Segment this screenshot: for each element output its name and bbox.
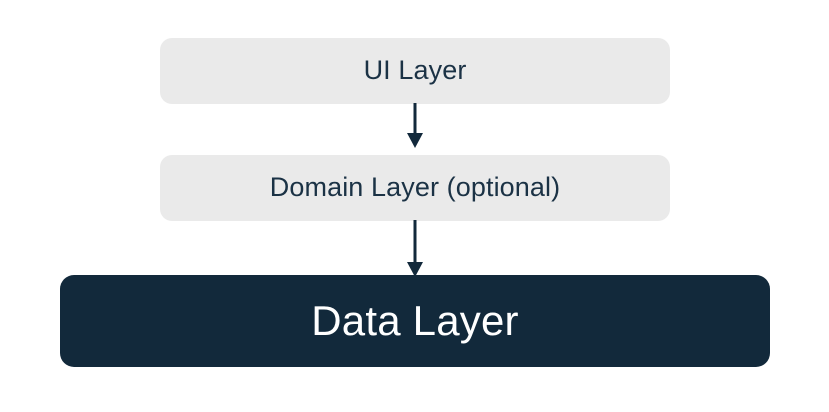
arrow-head	[407, 262, 423, 277]
layer-label-data-layer: Data Layer	[311, 296, 519, 344]
layer-box-ui-layer[interactable]: UI Layer	[160, 38, 670, 104]
layer-box-domain-layer[interactable]: Domain Layer (optional)	[160, 155, 670, 221]
arrow-head	[407, 133, 423, 148]
layer-label-domain-layer: Domain Layer (optional)	[269, 172, 561, 203]
layer-label-ui-layer: UI Layer	[363, 55, 467, 86]
arrow-down-icon-domain-to-data	[407, 220, 423, 277]
arrow-down-icon-ui-to-domain	[407, 103, 423, 148]
layer-box-data-layer[interactable]: Data Layer	[60, 275, 770, 367]
